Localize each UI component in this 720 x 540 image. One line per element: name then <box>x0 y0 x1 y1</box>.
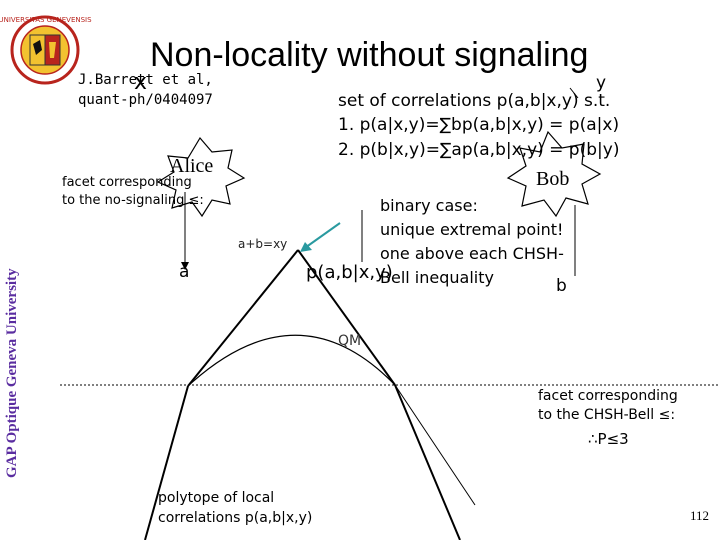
alice-label: Alice <box>170 155 213 178</box>
binary-case-line-3: one above each CHSH- <box>380 244 564 263</box>
set-definition: set of correlations p(a,b|x,y) s.t. <box>338 91 610 111</box>
facet-chsh-line-1: facet corresponding <box>538 388 678 404</box>
qm-label: QM <box>338 333 361 349</box>
local-polytope-line-1: polytope of local <box>158 490 274 506</box>
page-number: 112 <box>690 508 709 524</box>
local-polytope-line-2: correlations p(a,b|x,y) <box>158 510 312 526</box>
logo-text: UNIVERSITAS GENEVENSIS <box>0 16 92 24</box>
variable-a: a <box>179 262 189 282</box>
facet-chsh-line-2: to the CHSH-Bell ≤: <box>538 407 675 423</box>
binary-case-line-4: Bell inequality <box>380 268 494 287</box>
correlation-label: p(a,b|x,y) <box>306 262 393 283</box>
condition-2: 2. p(b|x,y)=∑ap(a,b|x,y) = p(b|y) <box>338 140 619 160</box>
variable-y: y <box>596 73 606 93</box>
facet-no-signaling-line-2: to the no-signaling ≤: <box>62 193 204 208</box>
page-title: Non-locality without signaling <box>150 36 588 75</box>
binary-case-line-2: unique extremal point! <box>380 220 563 239</box>
binary-case-line-1: binary case: <box>380 196 478 215</box>
condition-1: 1. p(a|x,y)=∑bp(a,b|x,y) = p(a|x) <box>338 115 619 135</box>
facet-chsh-line-3: ∴P≤3 <box>588 430 629 448</box>
variable-b: b <box>556 276 567 296</box>
bob-label: Bob <box>536 168 569 191</box>
constraint-label: a+b=xy <box>238 237 287 251</box>
variable-x: x <box>134 70 147 95</box>
